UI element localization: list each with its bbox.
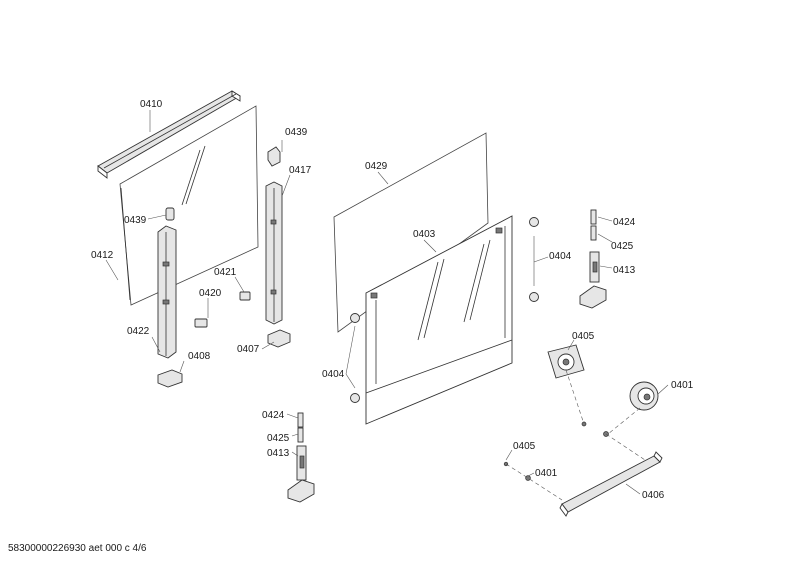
label-0421: 0421 [214,267,237,278]
label-0422: 0422 [127,326,150,337]
label-0424-lower: 0424 [262,410,285,421]
label-0425-lower: 0425 [267,433,290,444]
label-0425-upper: 0425 [611,241,634,252]
label-0405-lower: 0405 [513,441,536,452]
label-0404-right: 0404 [549,251,572,262]
label-0439-top: 0439 [285,127,308,138]
label-0413-upper: 0413 [613,265,636,276]
label-0401-lower: 0401 [535,468,558,479]
label-0420: 0420 [199,288,222,299]
label-0429: 0429 [365,161,388,172]
label-0417: 0417 [289,165,312,176]
part-0407-hinge-foot [267,329,291,348]
label-0405-upper: 0405 [572,331,595,342]
label-0412: 0412 [91,250,114,261]
label-0410: 0410 [140,99,163,110]
part-0420-bracket [194,318,208,328]
part-0404-bumpers [350,217,539,403]
label-0403: 0403 [413,229,436,240]
label-0424-upper: 0424 [613,217,636,228]
label-0401-upper: 0401 [671,380,694,391]
part-0421-bracket [239,291,251,301]
label-0406: 0406 [642,490,665,501]
label-0439-left: 0439 [124,215,147,226]
part-0439-clip-right [267,146,281,167]
part-0413-hinge-lower [287,445,315,503]
part-0429-door-glass [333,132,489,333]
label-0407: 0407 [237,344,260,355]
part-0406-handle [559,451,663,517]
part-0424-0425-pins-lower [297,412,304,443]
label-0408: 0408 [188,351,211,362]
part-0403-outer-door [365,215,513,425]
part-0401-knob [629,381,659,411]
document-footer: 58300000226930 aet 000 c 4/6 [8,543,147,554]
part-0424-0425-pins-upper [590,209,597,241]
part-0405-knob-plate [547,344,585,379]
part-0412-inner-glass [119,105,259,306]
leader-lines [105,110,669,495]
label-0404-left: 0404 [322,369,345,380]
part-0439-clip-left [165,207,175,221]
part-0417-right-rail [265,181,283,325]
part-0410-top-trim [97,90,241,179]
part-0422-left-rail [157,225,177,359]
part-0413-hinge-upper [579,251,607,309]
part-0408-hinge-foot [157,369,183,388]
label-0413-lower: 0413 [267,448,290,459]
